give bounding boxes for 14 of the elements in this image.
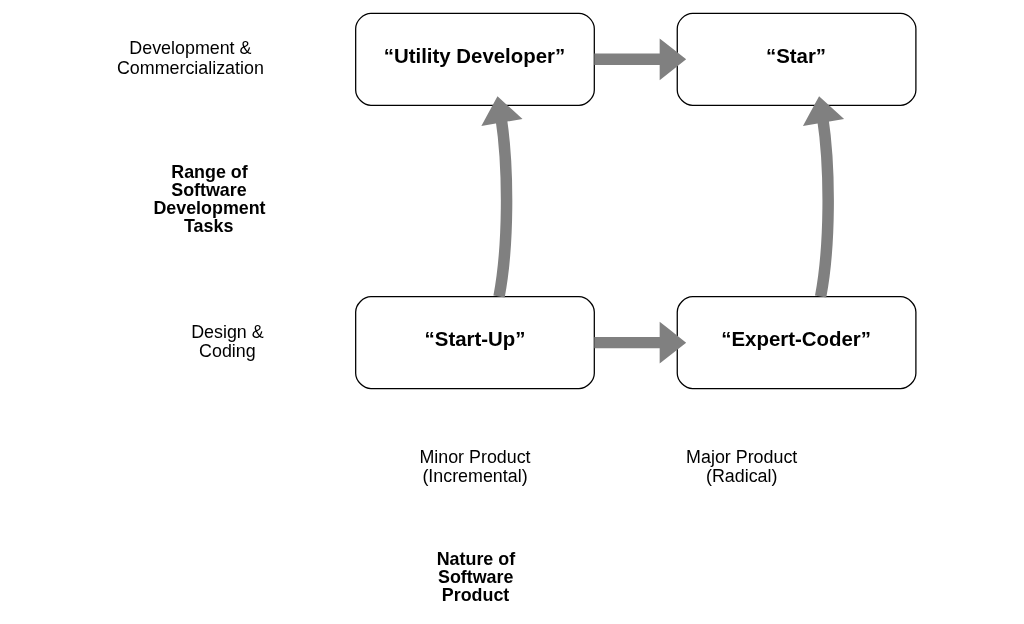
arrow	[594, 321, 687, 364]
arrow	[802, 96, 845, 298]
node-box: “Utility Developer”	[355, 12, 595, 106]
label: Nature of Software Product	[436, 548, 516, 605]
label: Design & Coding	[191, 321, 264, 361]
label: Development & Commercialization	[116, 38, 264, 78]
label: Minor Product (Incremental)	[419, 446, 531, 486]
label: Range of Software Development Tasks	[153, 162, 266, 236]
node-box: “Start-Up”	[355, 296, 595, 390]
label: Major Product (Radical)	[686, 446, 798, 486]
arrow	[594, 38, 687, 81]
arrow	[481, 96, 523, 298]
node-box: “Star”	[676, 12, 917, 106]
node-box: “Expert-Coder”	[676, 296, 917, 390]
